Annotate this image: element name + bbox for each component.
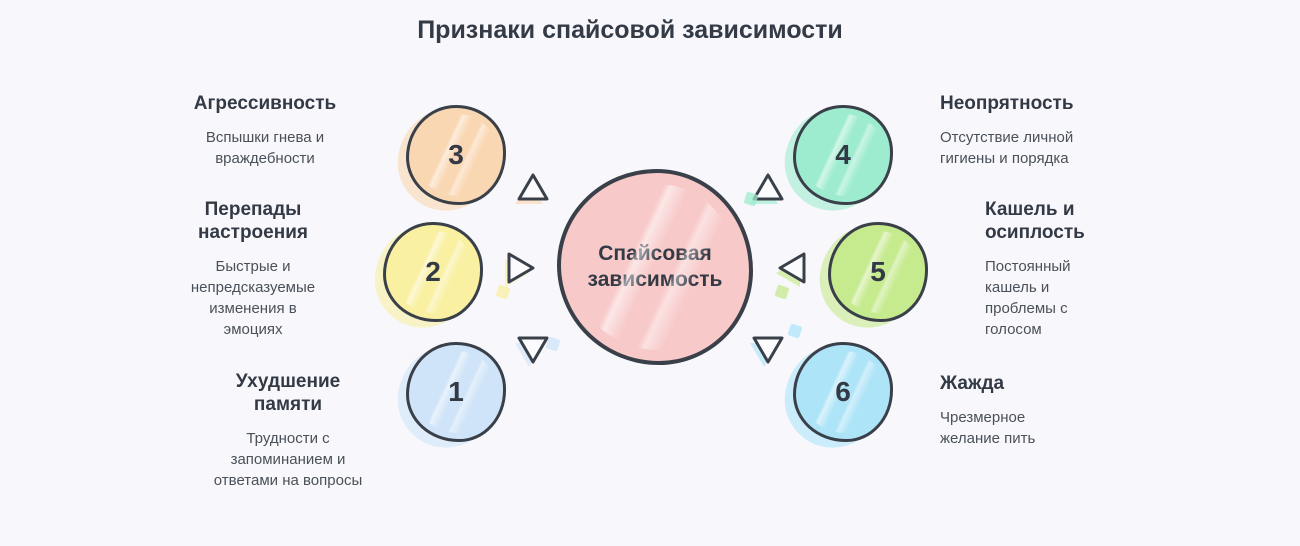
center-node: Спайсовая зависимость	[557, 169, 753, 365]
item-5-description: Постоянный кашель и проблемы с голосом	[985, 258, 1071, 338]
arrow-up-left-icon	[515, 173, 549, 204]
arrow-left-icon	[776, 252, 806, 287]
item-4-description: Отсутствие личной гигиены и порядка	[940, 129, 1074, 167]
node-5-circle: 5	[828, 222, 928, 322]
node-4-circle: 4	[793, 105, 893, 205]
node-6-number: 6	[835, 376, 851, 407]
speck-green	[774, 284, 790, 300]
node-1: 1	[390, 340, 506, 456]
item-3-label-block: Агрессивность Вспышки гнева и враждебнос…	[150, 92, 380, 169]
arrow-down-right-icon	[750, 336, 784, 367]
item-2-description: Быстрые и непредсказуемые изменения в эм…	[190, 258, 316, 338]
node-6: 6	[777, 340, 893, 456]
center-label: Спайсовая зависимость	[587, 242, 723, 291]
center-circle: Спайсовая зависимость	[557, 169, 753, 365]
item-6-description: Чрезмерное желание пить	[940, 409, 1036, 447]
node-4-number: 4	[835, 139, 851, 170]
item-5-title: Кашель и осиплость	[985, 199, 1085, 243]
item-1-description: Трудности с запоминанием и ответами на в…	[213, 430, 363, 489]
item-2-title: Перепады настроения	[198, 199, 308, 243]
node-4: 4	[777, 103, 893, 219]
node-3-circle: 3	[406, 105, 506, 205]
item-6-title: Жажда	[940, 373, 1005, 394]
node-1-circle: 1	[406, 342, 506, 442]
item-1-title: Ухудшение памяти	[235, 371, 341, 415]
item-5-label-block: Кашель и осиплость Постоянный кашель и п…	[985, 198, 1135, 340]
node-2-number: 2	[425, 256, 441, 287]
arrow-right-icon	[505, 252, 535, 287]
item-3-description: Вспышки гнева и враждебности	[205, 129, 325, 167]
item-2-label-block: Перепады настроения Быстрые и непредсказ…	[138, 198, 368, 340]
node-6-circle: 6	[793, 342, 893, 442]
node-2-circle: 2	[383, 222, 483, 322]
item-4-title: Неопрятность	[940, 93, 1074, 114]
node-1-number: 1	[448, 376, 464, 407]
item-6-label-block: Жажда Чрезмерное желание пить	[940, 372, 1140, 449]
node-2: 2	[367, 220, 483, 336]
node-3-number: 3	[448, 139, 464, 170]
speck-yellow	[495, 284, 511, 300]
item-3-title: Агрессивность	[193, 93, 337, 114]
item-4-label-block: Неопрятность Отсутствие личной гигиены и…	[940, 92, 1150, 169]
node-3: 3	[390, 103, 506, 219]
infographic-title: Признаки спайсовой зависимости	[417, 16, 843, 44]
speck-blue	[787, 323, 803, 339]
node-5-number: 5	[870, 256, 886, 287]
item-1-label-block: Ухудшение памяти Трудности с запоминание…	[173, 370, 403, 491]
node-5: 5	[812, 220, 928, 336]
arrow-down-left-icon	[515, 336, 549, 367]
